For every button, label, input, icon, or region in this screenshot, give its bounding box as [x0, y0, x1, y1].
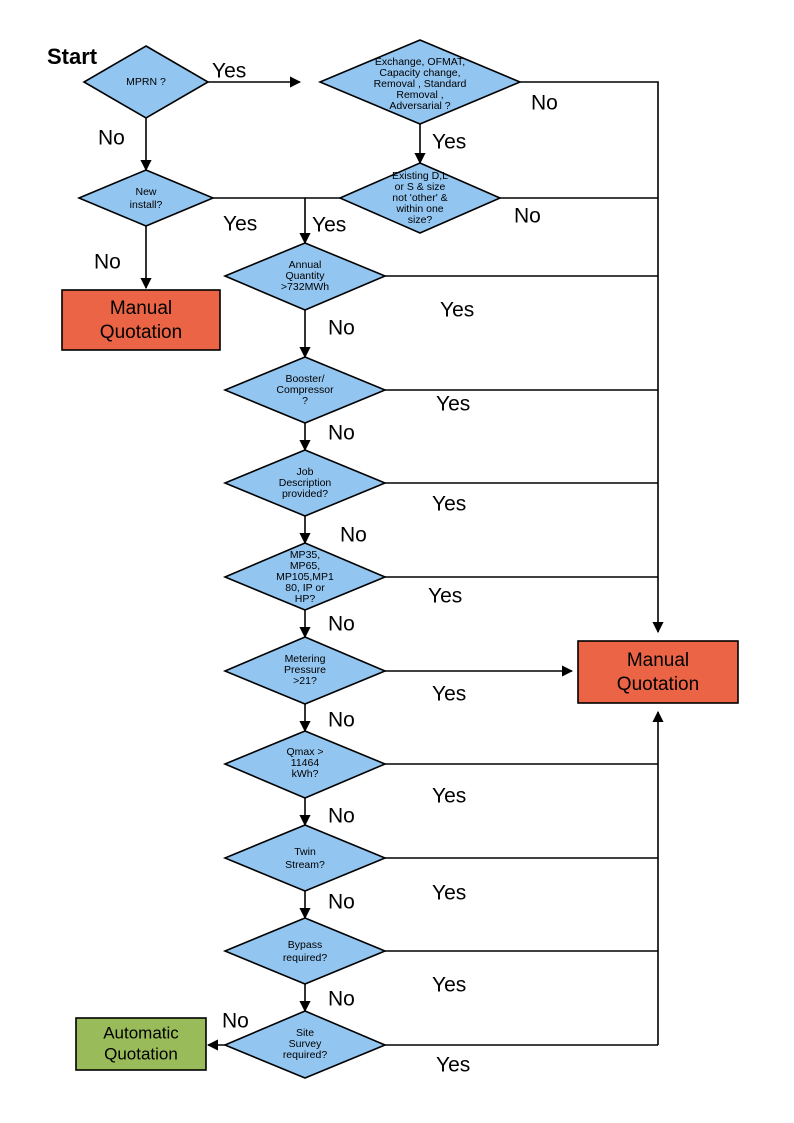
decision-annual-line-1: Annual: [289, 259, 322, 271]
decision-metering-line-1: Metering: [285, 653, 326, 665]
decision-jobdesc-line-2: Description: [279, 477, 332, 489]
edge-label-twin-no: No: [328, 891, 355, 914]
decision-annual-line-2: Quantity: [285, 270, 325, 282]
start-label: Start: [47, 44, 98, 69]
decision-metering-line-3: >21?: [293, 675, 317, 687]
edge-label-jobdesc-no: No: [340, 524, 367, 547]
edge-label-existing-no: No: [514, 205, 541, 228]
terminal-manual-right-line-1: Manual: [627, 650, 689, 671]
decision-existing-line-3: not 'other' &: [392, 192, 447, 204]
decision-sitesurvey[interactable]: Site Survey required?: [222, 1010, 388, 1079]
terminal-manual-left-line-1: Manual: [110, 298, 172, 319]
edges-layer: [140, 76, 664, 1051]
terminal-manual-right[interactable]: Manual Quotation: [577, 640, 739, 704]
edge-label-metering-no: No: [328, 709, 355, 732]
decision-metering-line-2: Pressure: [284, 664, 326, 676]
decision-metering[interactable]: Metering Pressure >21?: [222, 636, 388, 705]
decision-sitesurvey-line-1: Site: [296, 1027, 314, 1039]
decision-mpclass-line-3: MP105,MP1: [276, 571, 334, 583]
terminal-manual-right-line-2: Quotation: [617, 674, 699, 695]
decision-exchange-line-3: Removal , Standard: [374, 78, 467, 90]
decision-twin[interactable]: Twin Stream?: [222, 824, 388, 892]
decision-booster-line-3: ?: [302, 395, 308, 407]
decision-existing-line-2: or S & size: [395, 181, 446, 193]
decision-annual-line-3: >732MWh: [281, 281, 329, 293]
edge-label-sitesurvey-no: No: [222, 1010, 249, 1033]
edge-label-booster-yes: Yes: [436, 393, 470, 416]
edge-label-qmax-yes: Yes: [432, 785, 466, 808]
edge-label-newinstall-yes: Yes: [223, 213, 257, 236]
decision-mpclass-line-1: MP35,: [290, 549, 320, 561]
terminal-automatic[interactable]: Automatic Quotation: [75, 1017, 207, 1071]
decision-sitesurvey-line-3: required?: [283, 1049, 328, 1061]
edge-label-exchange-yes: Yes: [432, 131, 466, 154]
edge-label-bypass-yes: Yes: [432, 974, 466, 997]
nodes-layer: Start MPRN ? Exchange, OFMAT, Capacity c…: [47, 39, 739, 1079]
decision-existing-line-5: size?: [408, 214, 433, 226]
decision-exchange-line-1: Exchange, OFMAT,: [375, 56, 465, 68]
decision-mpclass-line-2: MP65,: [290, 560, 320, 572]
decision-existing[interactable]: Existing D,L or S & size not 'other' & w…: [338, 162, 502, 234]
decision-exchange[interactable]: Exchange, OFMAT, Capacity change, Remova…: [317, 39, 523, 125]
edge-label-annual-no: No: [328, 317, 355, 340]
decision-exchange-line-2: Capacity change,: [379, 67, 460, 79]
edge-label-bypass-no: No: [328, 988, 355, 1011]
edge-label-mpclass-yes: Yes: [428, 585, 462, 608]
decision-twin-line-2: Stream?: [285, 859, 325, 871]
decision-booster-line-1: Booster/: [285, 373, 324, 385]
decision-mpclass-line-4: 80, IP or: [285, 582, 325, 594]
edge-label-mprn-yes: Yes: [212, 60, 246, 83]
decision-booster-line-2: Compressor: [276, 384, 334, 396]
decision-jobdesc-line-3: provided?: [282, 488, 328, 500]
decision-mpclass-line-5: HP?: [295, 593, 316, 605]
edge-label-sitesurvey-yes: Yes: [436, 1054, 470, 1077]
edge-label-qmax-no: No: [328, 805, 355, 828]
decision-qmax-line-1: Qmax >: [286, 746, 323, 758]
terminal-manual-left[interactable]: Manual Quotation: [61, 289, 221, 351]
edge-exchange-no: [520, 81, 664, 634]
decision-newinstall-line-2: install?: [130, 199, 163, 211]
decision-sitesurvey-line-2: Survey: [289, 1038, 322, 1050]
decision-bypass[interactable]: Bypass required?: [222, 917, 388, 985]
decision-exchange-line-5: Adversarial ?: [389, 100, 450, 112]
decision-qmax-line-3: kWh?: [292, 768, 319, 780]
edge-label-existing-yes: Yes: [312, 214, 346, 237]
decision-mprn-label: MPRN ?: [126, 76, 166, 88]
decision-twin-line-1: Twin: [294, 846, 316, 858]
decision-booster[interactable]: Booster/ Compressor ?: [222, 356, 388, 424]
decision-annual[interactable]: Annual Quantity >732MWh: [222, 242, 388, 311]
decision-newinstall-line-1: New: [135, 186, 156, 198]
edge-label-mprn-no: No: [98, 127, 125, 150]
decision-existing-line-1: Existing D,L: [392, 170, 448, 182]
decision-jobdesc[interactable]: Job Description provided?: [222, 449, 388, 517]
decision-exchange-line-4: Removal ,: [396, 89, 443, 101]
edge-label-exchange-no: No: [531, 92, 558, 115]
terminal-automatic-line-2: Quotation: [104, 1044, 178, 1063]
edge-label-booster-no: No: [328, 422, 355, 445]
decision-mprn[interactable]: MPRN ?: [82, 45, 210, 119]
terminal-automatic-line-1: Automatic: [103, 1023, 179, 1042]
edge-label-annual-yes: Yes: [440, 299, 474, 322]
decision-qmax-line-2: 11464: [291, 757, 320, 769]
decision-jobdesc-line-1: Job: [297, 466, 314, 478]
edge-labels-layer: Yes No No Yes Yes No Yes No Yes No Yes N…: [94, 60, 558, 1077]
decision-qmax[interactable]: Qmax > 11464 kWh?: [222, 730, 388, 799]
edge-label-metering-yes: Yes: [432, 683, 466, 706]
edge-label-twin-yes: Yes: [432, 882, 466, 905]
decision-newinstall[interactable]: New install?: [76, 169, 216, 227]
edge-label-jobdesc-yes: Yes: [432, 493, 466, 516]
edge-label-newinstall-no: No: [94, 251, 121, 274]
terminal-manual-left-line-2: Quotation: [100, 322, 182, 343]
decision-bypass-line-2: required?: [283, 952, 328, 964]
decision-mpclass[interactable]: MP35, MP65, MP105,MP1 80, IP or HP?: [222, 542, 388, 611]
decision-bypass-line-1: Bypass: [288, 939, 322, 951]
edge-label-mpclass-no: No: [328, 613, 355, 636]
decision-existing-line-4: within one: [395, 203, 443, 215]
